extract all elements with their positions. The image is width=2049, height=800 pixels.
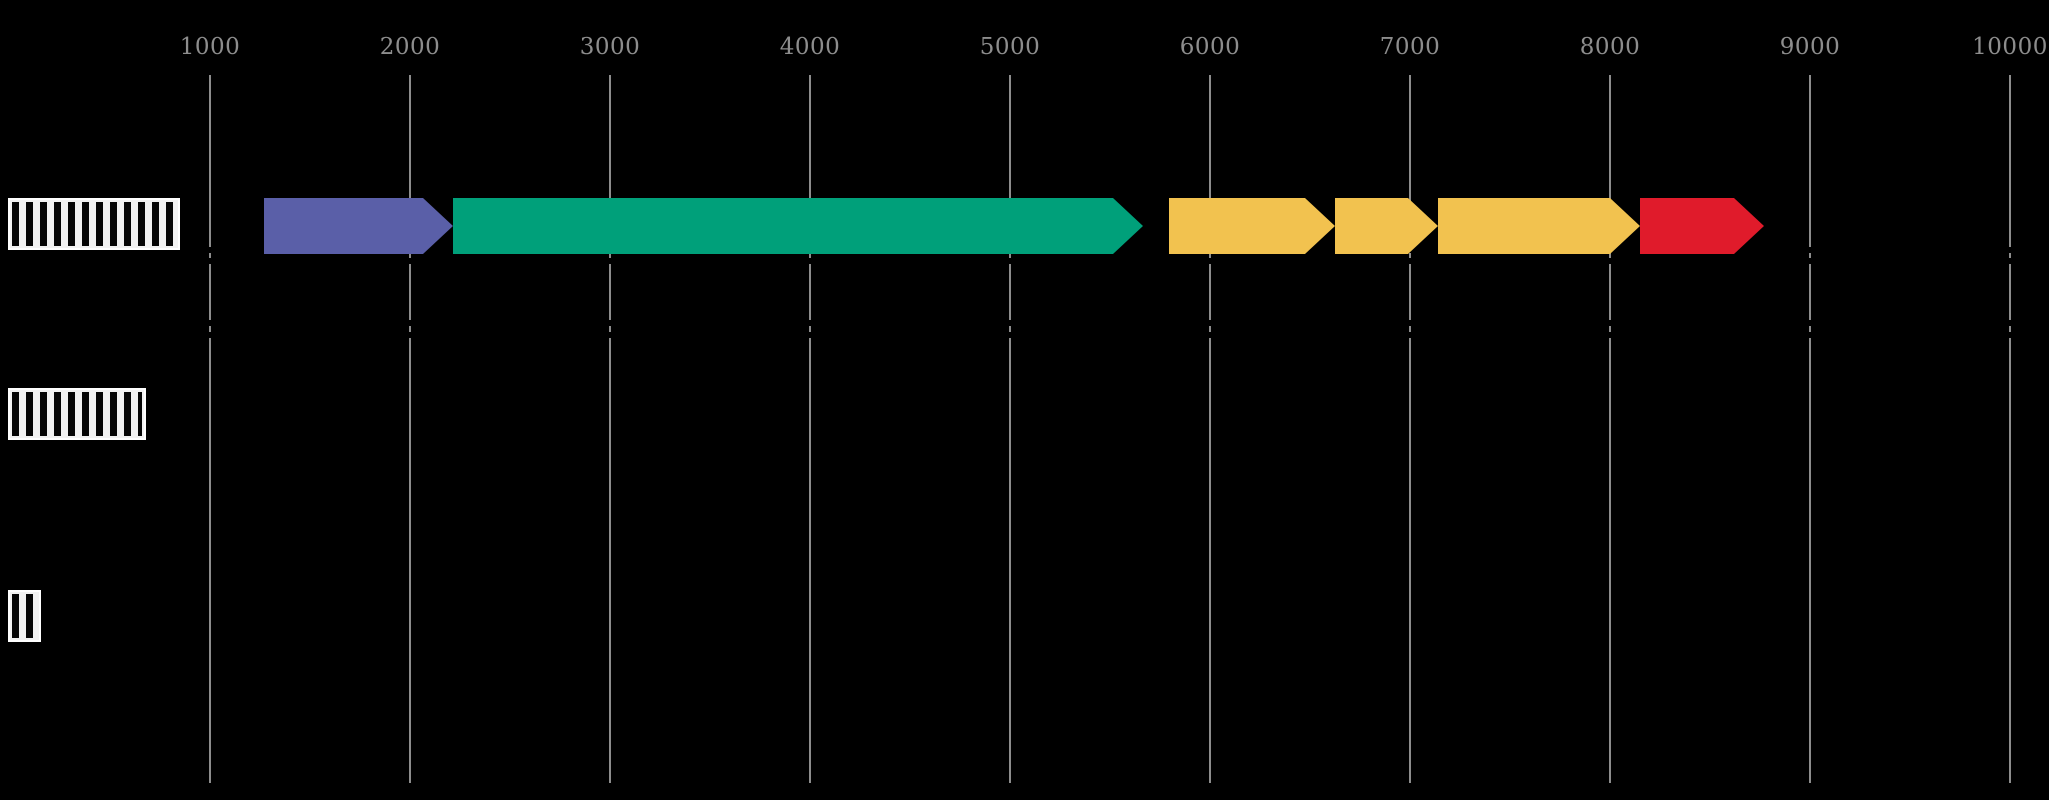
gridline-nick bbox=[1809, 247, 1811, 253]
feature-arrow-body bbox=[453, 198, 1113, 254]
gridline-nick bbox=[609, 258, 611, 264]
gridline-nick bbox=[1809, 258, 1811, 264]
gridline-nick bbox=[1609, 258, 1611, 264]
gridline-nick bbox=[809, 320, 811, 326]
gridline-10000 bbox=[2009, 75, 2011, 783]
redaction-stripes bbox=[12, 594, 37, 638]
feature-arrow-head bbox=[423, 198, 453, 254]
gridline-nick bbox=[1209, 320, 1211, 326]
gridline-nick bbox=[409, 258, 411, 264]
category-label-redacted-3 bbox=[8, 590, 41, 642]
gridline-nick bbox=[1809, 332, 1811, 338]
gridline-nick bbox=[209, 332, 211, 338]
x-tick-label-2000: 2000 bbox=[379, 34, 441, 60]
gridline-nick bbox=[209, 320, 211, 326]
category-label-redacted-2 bbox=[8, 388, 146, 440]
feature-arrow-feature-4[interactable] bbox=[1335, 198, 1438, 254]
feature-arrow-body bbox=[264, 198, 423, 254]
gridline-nick bbox=[409, 332, 411, 338]
gridline-nick bbox=[1009, 320, 1011, 326]
gridline-nick bbox=[2009, 247, 2011, 253]
redaction-stripes bbox=[12, 392, 142, 436]
x-tick-label-3000: 3000 bbox=[579, 34, 641, 60]
x-tick-label-6000: 6000 bbox=[1179, 34, 1241, 60]
x-tick-label-4000: 4000 bbox=[779, 34, 841, 60]
gridline-nick bbox=[2009, 258, 2011, 264]
gridline-nick bbox=[209, 247, 211, 253]
gridline-nick bbox=[209, 258, 211, 264]
gridline-nick bbox=[1409, 258, 1411, 264]
gridline-nick bbox=[609, 332, 611, 338]
gridline-nick bbox=[809, 332, 811, 338]
feature-arrow-feature-6[interactable] bbox=[1640, 198, 1764, 254]
feature-arrow-body bbox=[1169, 198, 1305, 254]
gridline-9000 bbox=[1809, 75, 1811, 783]
gridline-nick bbox=[1009, 332, 1011, 338]
feature-arrow-feature-3[interactable] bbox=[1169, 198, 1335, 254]
gridline-nick bbox=[409, 320, 411, 326]
gridline-nick bbox=[2009, 320, 2011, 326]
gridline-nick bbox=[1809, 320, 1811, 326]
feature-arrow-head bbox=[1408, 198, 1438, 254]
gridline-1000 bbox=[209, 75, 211, 783]
gridline-nick bbox=[609, 320, 611, 326]
feature-arrow-head bbox=[1734, 198, 1764, 254]
feature-arrow-feature-1[interactable] bbox=[264, 198, 453, 254]
gridline-nick bbox=[1009, 258, 1011, 264]
x-tick-label-5000: 5000 bbox=[979, 34, 1041, 60]
feature-arrow-feature-2[interactable] bbox=[453, 198, 1143, 254]
x-tick-label-10000: 10000 bbox=[1972, 34, 2048, 60]
gridline-nick bbox=[1609, 320, 1611, 326]
feature-arrow-head bbox=[1610, 198, 1640, 254]
x-tick-label-8000: 8000 bbox=[1579, 34, 1641, 60]
feature-arrow-feature-5[interactable] bbox=[1438, 198, 1640, 254]
gridline-nick bbox=[1609, 332, 1611, 338]
gridline-nick bbox=[1209, 332, 1211, 338]
x-tick-label-9000: 9000 bbox=[1779, 34, 1841, 60]
x-tick-label-7000: 7000 bbox=[1379, 34, 1441, 60]
gridline-nick bbox=[2009, 332, 2011, 338]
gridline-nick bbox=[1409, 332, 1411, 338]
x-tick-label-1000: 1000 bbox=[179, 34, 241, 60]
redaction-stripes bbox=[12, 202, 176, 246]
category-label-redacted-1 bbox=[8, 198, 180, 250]
gridline-nick bbox=[1409, 320, 1411, 326]
feature-arrow-body bbox=[1640, 198, 1734, 254]
feature-arrow-head bbox=[1113, 198, 1143, 254]
feature-arrow-body bbox=[1335, 198, 1408, 254]
feature-arrow-head bbox=[1305, 198, 1335, 254]
feature-arrow-body bbox=[1438, 198, 1610, 254]
gridline-nick bbox=[809, 258, 811, 264]
gridline-nick bbox=[1209, 258, 1211, 264]
